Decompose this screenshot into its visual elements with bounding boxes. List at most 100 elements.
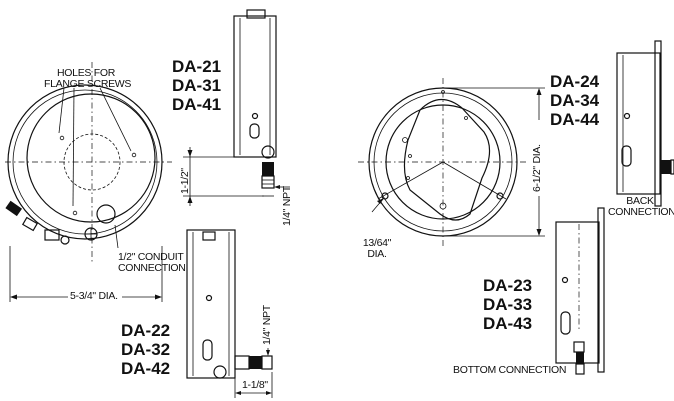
back-hole (402, 137, 408, 143)
note-line: HOLES FOR (57, 67, 115, 79)
model-list-top-right: DA-24 DA-34 DA-44 (550, 72, 599, 129)
npt-thread (261, 355, 273, 370)
arrow (274, 185, 280, 189)
back-hole (439, 202, 447, 210)
side-screw (251, 112, 259, 120)
leader-line (114, 224, 119, 249)
model-label: DA-42 (121, 359, 171, 378)
arrow (266, 391, 272, 395)
front-outer-ring (7, 84, 163, 240)
model-list-bottom-right: DA-23 DA-33 DA-43 (483, 276, 532, 333)
bottom-connection-label: BOTTOM CONNECTION (453, 364, 567, 376)
note-line: CONNECTION (118, 261, 186, 274)
back-hole (408, 154, 412, 158)
flange (597, 207, 605, 373)
screw-hole (72, 210, 78, 216)
arrow (187, 196, 193, 203)
screw-hole (59, 135, 65, 141)
arrow (266, 350, 270, 356)
model-label: DA-31 (172, 76, 222, 95)
flange-screw-hole (496, 192, 504, 200)
leader-line (58, 87, 65, 134)
note-line: 1/2" CONDUIT (118, 251, 184, 263)
front-dial-face (26, 93, 156, 223)
model-label: DA-22 (121, 321, 171, 340)
flange-screw-hole (381, 192, 389, 200)
conduit-knockout (96, 204, 116, 224)
side-port (621, 145, 632, 167)
side-view-bottom-connection (555, 207, 605, 375)
connector-nut (234, 355, 250, 370)
note-line: DIA. (367, 247, 387, 260)
dim-1-1-2-label: 1-1/2" (179, 168, 191, 194)
back-hole (441, 90, 445, 94)
side-screw (623, 112, 631, 120)
side-view-back-connection (616, 40, 674, 207)
dia-back-label: 6-1/2" DIA. (531, 144, 543, 192)
arrow (10, 294, 17, 300)
connector-nut (261, 145, 275, 159)
model-list-bottom-left: DA-22 DA-32 DA-42 (121, 321, 170, 378)
back-hole (406, 176, 410, 180)
holes-for-flange-screws-label: HOLES FOR FLANGE SCREWS (44, 67, 132, 90)
bottom-knob (60, 235, 70, 245)
model-label: DA-41 (172, 95, 222, 114)
dim-1-1-8-label: 1-1/8" (242, 379, 268, 391)
model-label: DA-32 (121, 340, 171, 359)
npt-fitting (576, 352, 584, 364)
back-housing (403, 98, 491, 221)
side-screw (205, 294, 213, 302)
model-label: DA-44 (550, 110, 600, 129)
front-view-gauge (5, 62, 172, 302)
back-hole (464, 116, 468, 120)
npt-thread (670, 159, 674, 175)
arrow (536, 88, 542, 95)
side-port (560, 311, 571, 335)
arrow (235, 391, 241, 395)
note-line: 13/64" (362, 237, 392, 249)
npt-fitting (249, 356, 262, 369)
npt-thread (261, 175, 275, 189)
side-screw (561, 276, 569, 284)
connector-nut (573, 341, 585, 353)
left-fitting (21, 216, 39, 232)
model-label: DA-21 (172, 57, 222, 76)
npt-fitting (262, 162, 274, 176)
conduit-connection-label: 1/2" CONDUIT CONNECTION (118, 252, 186, 273)
flange (654, 40, 662, 207)
arrow (377, 198, 384, 204)
top-tab (202, 231, 216, 241)
screw-hole (131, 152, 137, 158)
npt-fitting (661, 160, 671, 174)
arrow (155, 294, 162, 300)
leader-line (72, 87, 75, 207)
npt-bottom-label: 1/4" NPT (261, 305, 273, 345)
npt-top-label: 1/4" NPT (281, 186, 293, 226)
arrow (187, 150, 193, 157)
model-label: DA-33 (483, 295, 533, 314)
npt-thread (575, 363, 585, 375)
bottom-bracket (44, 229, 60, 241)
bottom-knob (213, 365, 227, 379)
back-screw-axis (377, 161, 444, 200)
hole-dia-label: 13/64" DIA. (358, 238, 396, 259)
leader-line (99, 87, 132, 152)
top-tab (246, 9, 266, 19)
dia-front-label: 5-3/4" DIA. (70, 290, 118, 302)
back-screw-axis (442, 161, 507, 200)
case-body (616, 52, 661, 195)
note-line: FLANGE SCREWS (44, 77, 132, 90)
model-label: DA-43 (483, 314, 533, 333)
model-label: DA-23 (483, 276, 533, 295)
left-fitting (5, 200, 23, 217)
side-port (249, 123, 260, 139)
side-port (202, 339, 213, 361)
case-body (186, 229, 236, 379)
model-label: DA-24 (550, 72, 600, 91)
model-label: DA-34 (550, 91, 600, 110)
note-line: BACK (626, 195, 654, 207)
model-list-top-left: DA-21 DA-31 DA-41 (172, 57, 221, 114)
note-line: CONNECTION (608, 205, 674, 218)
side-view-bottom (186, 229, 273, 398)
